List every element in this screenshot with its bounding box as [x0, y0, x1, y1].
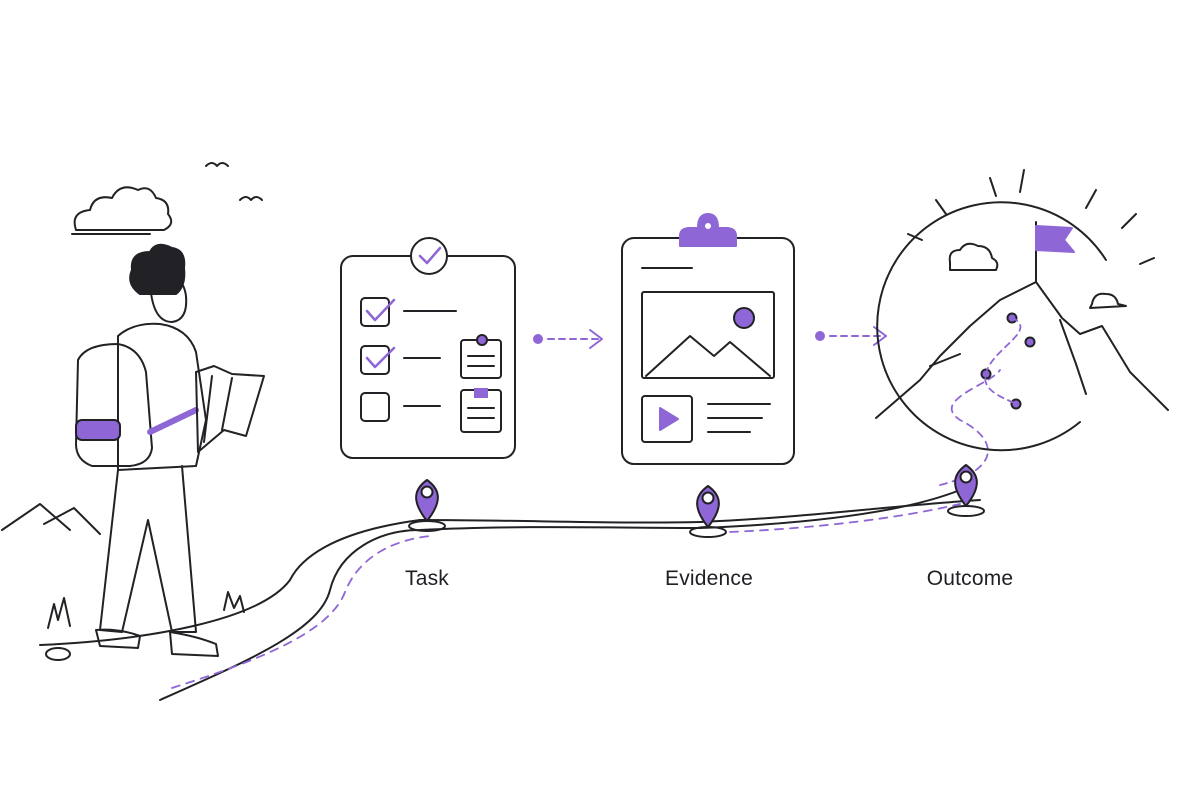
traveler-figure — [75, 243, 265, 657]
birds-icon — [205, 162, 263, 201]
cloud-icon — [71, 186, 173, 235]
hill-left-icon — [1, 503, 101, 535]
mountain-flag-icon — [875, 169, 1169, 452]
map-pin-icon — [947, 464, 985, 517]
checklist-clipboard-icon — [340, 237, 516, 459]
stage-label-task: Task — [405, 567, 449, 590]
backpack-icon — [75, 343, 153, 467]
arrow-evidence-to-outcome-icon — [815, 326, 887, 346]
stage-label-evidence: Evidence — [665, 567, 753, 590]
map-pin-icon — [408, 479, 446, 532]
media-clipboard-icon — [621, 213, 795, 465]
map-icon — [195, 365, 265, 453]
winding-path — [39, 369, 1001, 701]
arrow-task-to-evidence-icon — [533, 329, 603, 349]
map-pin-icon — [689, 485, 727, 538]
grass-icon — [45, 591, 245, 661]
stage-label-outcome: Outcome — [926, 567, 1014, 590]
